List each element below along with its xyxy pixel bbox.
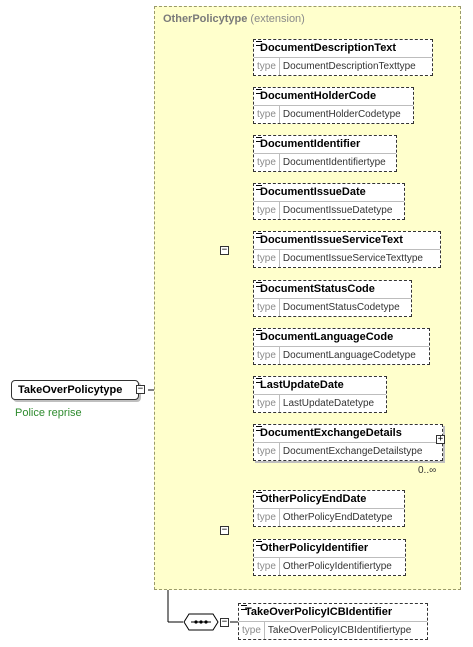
optional-marker-icon <box>256 541 262 546</box>
element-type: DocumentIdentifiertype <box>282 157 386 168</box>
optional-marker-icon <box>241 605 247 610</box>
optional-marker-icon <box>256 330 262 335</box>
element-type: DocumentIssueDatetype <box>282 205 393 216</box>
collapse-toggle-sequence-1[interactable]: − <box>220 245 229 255</box>
type-key: type <box>254 154 280 171</box>
element-name: DocumentStatusCode <box>260 283 375 295</box>
root-element-name: TakeOverPolicytype <box>18 384 123 396</box>
element-type: DocumentHolderCodetype <box>282 109 401 120</box>
element-type: DocumentLanguageCodetype <box>282 350 416 361</box>
element-type: DocumentStatusCodetype <box>282 302 400 313</box>
collapse-toggle-root[interactable]: − <box>136 384 145 394</box>
collapse-toggle-sequence-3[interactable]: − <box>220 617 229 627</box>
optional-marker-icon <box>256 233 262 238</box>
collapse-toggle-sequence-2[interactable]: − <box>220 525 229 535</box>
optional-marker-icon <box>256 89 262 94</box>
element-type: DocumentIssueServiceTexttype <box>282 253 423 264</box>
optional-marker-icon <box>256 137 262 142</box>
type-key: type <box>254 443 280 460</box>
element-name: OtherPolicyEndDate <box>260 493 367 505</box>
type-key: type <box>254 250 280 267</box>
sequence-compositor-3 <box>183 613 219 631</box>
element-type: LastUpdateDatetype <box>282 398 375 409</box>
element-type: TakeOverPolicyICBIdentifiertype <box>267 625 412 636</box>
element-type: DocumentExchangeDetailstype <box>282 446 423 457</box>
element-name: DocumentIdentifier <box>260 138 361 150</box>
extension-name: OtherPolicytype <box>163 13 248 25</box>
element-name: DocumentIssueServiceText <box>260 234 403 246</box>
element-type: DocumentDescriptionTexttype <box>282 61 416 72</box>
root-documentation: Police reprise <box>15 407 82 419</box>
expand-toggle-document-exchange-details[interactable]: + <box>436 434 445 444</box>
type-key: type <box>254 509 280 526</box>
cardinality-label: 0..∞ <box>418 465 437 476</box>
extension-label: (extension) <box>250 13 305 25</box>
element-name: TakeOverPolicyICBIdentifier <box>245 606 393 618</box>
type-key: type <box>254 558 280 575</box>
optional-marker-icon <box>256 378 262 383</box>
element-name: OtherPolicyIdentifier <box>260 542 369 554</box>
element-type: OtherPolicyIdentifiertype <box>282 561 392 572</box>
root-element[interactable]: TakeOverPolicytype <box>11 380 139 400</box>
element-type: OtherPolicyEndDatetype <box>282 512 393 523</box>
optional-marker-icon <box>256 426 262 431</box>
element-name: DocumentLanguageCode <box>260 331 394 343</box>
optional-marker-icon <box>256 282 262 287</box>
type-key: type <box>254 58 280 75</box>
extension-title: OtherPolicytype (extension) <box>163 13 305 25</box>
type-key: type <box>254 202 280 219</box>
optional-marker-icon <box>256 41 262 46</box>
optional-marker-icon <box>256 185 262 190</box>
type-key: type <box>239 622 265 639</box>
optional-marker-icon <box>256 492 262 497</box>
element-name: DocumentExchangeDetails <box>260 427 402 439</box>
element-name: DocumentHolderCode <box>260 90 377 102</box>
element-name: DocumentDescriptionText <box>260 42 397 54</box>
type-key: type <box>254 106 280 123</box>
element-name: LastUpdateDate <box>260 379 344 391</box>
element-name: DocumentIssueDate <box>260 186 366 198</box>
type-key: type <box>254 299 280 316</box>
type-key: type <box>254 347 280 364</box>
type-key: type <box>254 395 280 412</box>
